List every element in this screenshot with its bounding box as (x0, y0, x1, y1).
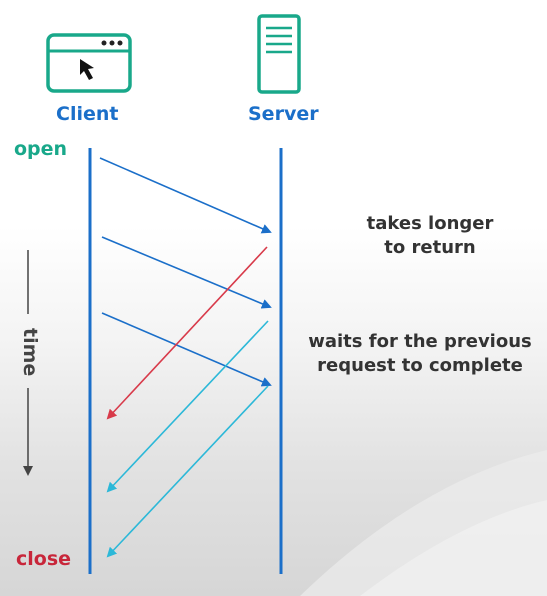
time-label: time (19, 328, 41, 377)
server-label: Server (248, 103, 319, 125)
slow-note-line-2: to return (384, 237, 476, 258)
response-arrow-2 (106, 320, 269, 493)
wait-note-line-1: waits for the previous (308, 331, 532, 352)
wait-note: waits for the previous request to comple… (300, 330, 540, 378)
request-arrow-2 (101, 236, 272, 309)
client-label: Client (56, 103, 119, 125)
request-arrow-1 (99, 157, 272, 234)
slow-response-arrow (106, 246, 268, 420)
slow-note-line-1: takes longer (366, 213, 494, 234)
wait-note-line-2: request to complete (317, 355, 523, 376)
response-arrow-3 (106, 385, 269, 558)
slow-response-note: takes longer to return (330, 212, 530, 260)
browser-window-cursor-icon (46, 33, 132, 93)
close-label: close (16, 548, 72, 570)
open-label: open (14, 138, 68, 160)
server-tower-icon (257, 14, 301, 94)
request-arrow-3 (101, 312, 272, 387)
